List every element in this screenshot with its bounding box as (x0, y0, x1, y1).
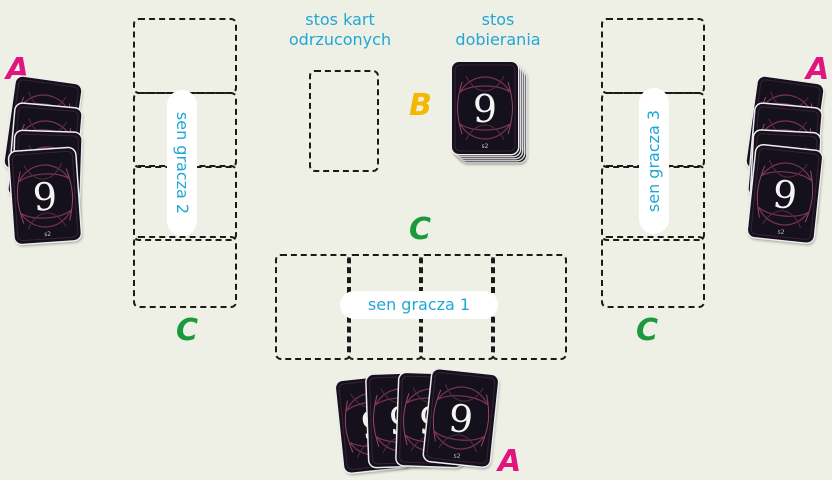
player2-hand-card[interactable]: 9 s2 (9, 148, 81, 244)
player1-dream-text: sen gracza 1 (368, 297, 470, 313)
marker-a-bottom: A (498, 444, 521, 479)
svg-text:s2: s2 (482, 143, 489, 150)
swirl-ornament-icon: 9 s2 (9, 148, 81, 244)
marker-c-right: C (636, 313, 658, 348)
svg-text:9: 9 (771, 172, 800, 218)
player2-dream-text: sen gracza 2 (174, 112, 190, 214)
svg-text:9: 9 (473, 87, 497, 131)
player3-hand-card[interactable]: 9 s2 (747, 145, 822, 243)
marker-b: B (409, 88, 432, 123)
svg-text:s2: s2 (777, 228, 785, 236)
draw-pile-label: stos dobierania (428, 10, 568, 50)
marker-c-left: C (176, 313, 198, 348)
marker-a-right: A (806, 52, 829, 87)
swirl-ornament-icon: 9 s2 (423, 369, 498, 467)
discard-pile-slot[interactable] (309, 70, 379, 172)
player2-dream-label: sen gracza 2 (167, 90, 197, 236)
player1-dream-slot-4[interactable] (491, 254, 567, 360)
player1-dream-label: sen gracza 1 (340, 291, 498, 319)
swirl-ornament-icon: 9 s2 (452, 62, 518, 154)
swirl-ornament-icon: 9 s2 (747, 145, 822, 243)
player2-dream-slot-1[interactable] (133, 18, 237, 94)
player3-dream-text: sen gracza 3 (646, 110, 662, 212)
player1-hand-card[interactable]: 9 s2 (423, 369, 498, 467)
marker-c-center: C (409, 212, 431, 247)
draw-pile-card[interactable]: 9 s2 (452, 62, 518, 154)
svg-text:s2: s2 (453, 452, 461, 460)
svg-text:9: 9 (447, 396, 476, 442)
player3-dream-label: sen gracza 3 (639, 88, 669, 234)
discard-pile-label: stos kart odrzuconych (270, 10, 410, 50)
svg-text:9: 9 (31, 174, 58, 220)
svg-text:s2: s2 (44, 231, 52, 238)
player3-dream-slot-4[interactable] (601, 236, 705, 308)
player3-dream-slot-1[interactable] (601, 18, 705, 94)
player2-dream-slot-4[interactable] (133, 236, 237, 308)
